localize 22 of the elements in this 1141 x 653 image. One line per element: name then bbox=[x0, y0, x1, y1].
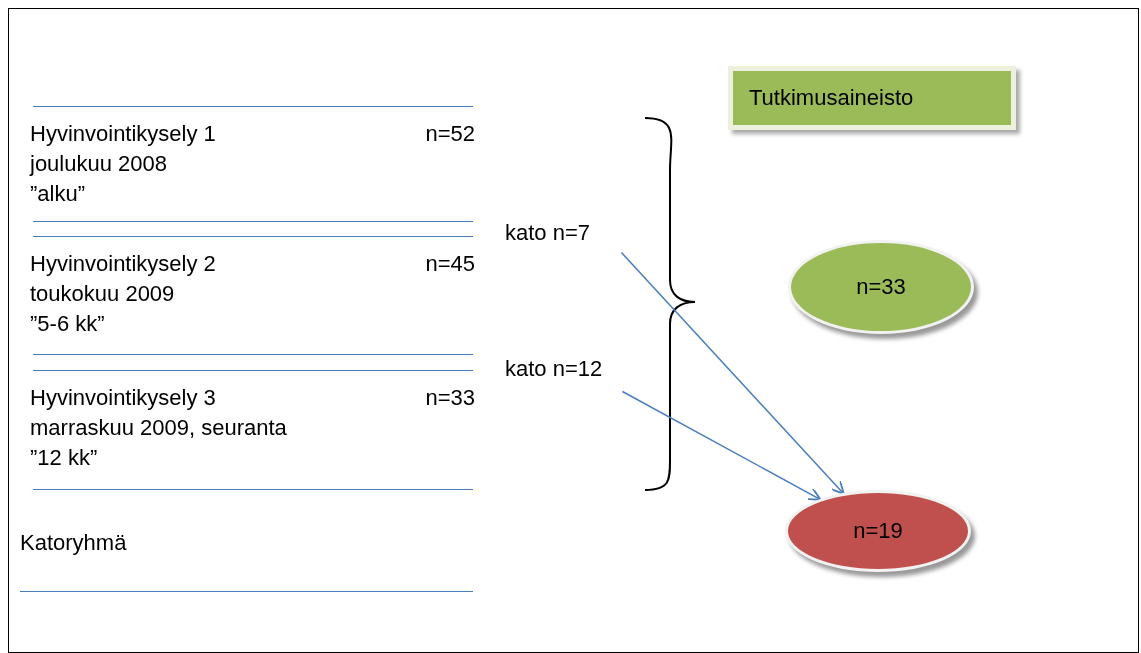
ellipse-label: n=19 bbox=[853, 518, 903, 544]
ellipse-label: n=33 bbox=[856, 274, 906, 300]
text: marraskuu 2009, seuranta bbox=[30, 414, 287, 442]
text: n=52 bbox=[425, 120, 475, 148]
text: ”12 kk” bbox=[30, 444, 98, 472]
text: Hyvinvointikysely 1 bbox=[30, 120, 216, 148]
ellipse bbox=[785, 490, 971, 572]
text: n=45 bbox=[425, 250, 475, 278]
text: ”5-6 kk” bbox=[30, 310, 105, 338]
text: n=33 bbox=[425, 384, 475, 412]
text: Hyvinvointikysely 3 bbox=[30, 384, 216, 412]
dropout-label: kato n=7 bbox=[505, 218, 625, 248]
title-text: Tutkimusaineisto bbox=[749, 85, 914, 111]
text: Katoryhmä bbox=[20, 529, 127, 557]
arrow bbox=[621, 390, 822, 501]
text: joulukuu 2008 bbox=[30, 150, 167, 178]
dropout-label: kato n=12 bbox=[505, 354, 640, 384]
text: toukokuu 2009 bbox=[30, 280, 175, 308]
survey-band bbox=[33, 370, 473, 490]
title-box bbox=[728, 66, 1016, 130]
text: ”alku” bbox=[30, 180, 85, 208]
text: Hyvinvointikysely 2 bbox=[30, 250, 216, 278]
